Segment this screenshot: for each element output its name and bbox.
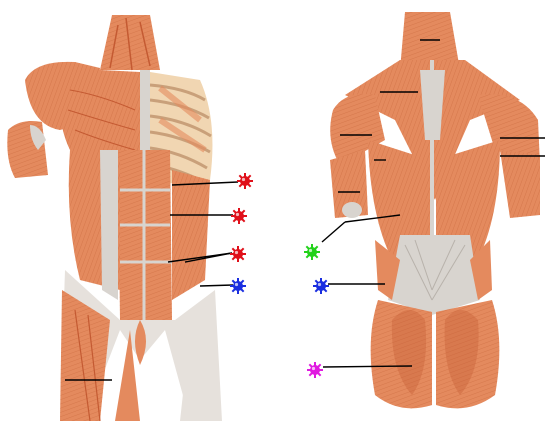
thoracolumbar-fascia [388,235,480,315]
posterior-figure [322,12,545,408]
front-marker-2 [231,208,247,224]
marker-group [230,173,329,378]
front-marker-3 [230,246,246,262]
back-marker-3 [307,362,323,378]
back-marker-1 [304,244,320,260]
anterior-figure [7,15,238,421]
back-marker-2 [313,278,329,294]
front-marker-4 [230,278,246,294]
front-marker-1 [237,173,253,189]
